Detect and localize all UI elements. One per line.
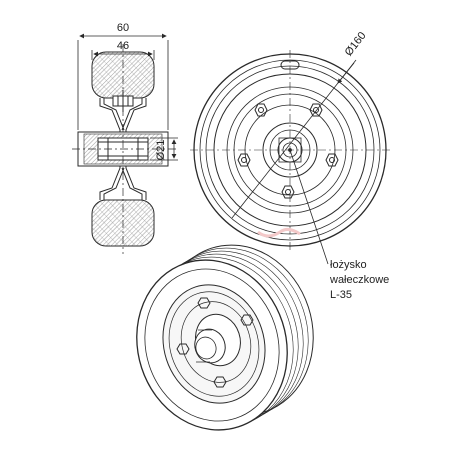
iso-bolts — [176, 297, 254, 388]
hub-bolt — [325, 153, 339, 167]
hub-bolt — [237, 153, 251, 167]
dimension-tread-width — [91, 50, 155, 60]
isometric-view — [136, 244, 314, 431]
bearing-note-line2: wałeczkowe — [329, 274, 389, 286]
iso-bolt — [240, 314, 254, 326]
hub-bolt — [254, 103, 268, 117]
watermark-mark — [257, 227, 301, 238]
dimension-wheel-diameter — [231, 59, 357, 219]
iso-bolt — [176, 343, 190, 355]
dimension-overall-width — [77, 33, 169, 130]
tread-width-label: 46 — [117, 40, 129, 52]
hub-bolts — [237, 103, 339, 199]
iso-bolt — [197, 297, 211, 309]
iso-bolt — [213, 376, 227, 388]
hub-circle — [262, 122, 318, 178]
hub-bolt — [309, 103, 323, 117]
axle-diameter-label: Ø21 — [155, 140, 167, 161]
dimension-axle-diameter — [150, 137, 178, 161]
bearing-note-line3: L-35 — [330, 289, 352, 301]
hub-bolt — [281, 185, 295, 199]
wheel-diameter-label: Ø160 — [343, 30, 369, 59]
bearing-leader — [288, 148, 329, 265]
overall-width-label: 60 — [117, 22, 129, 34]
bearing-note-line1: łożysko — [330, 259, 367, 271]
front-view — [190, 50, 390, 250]
